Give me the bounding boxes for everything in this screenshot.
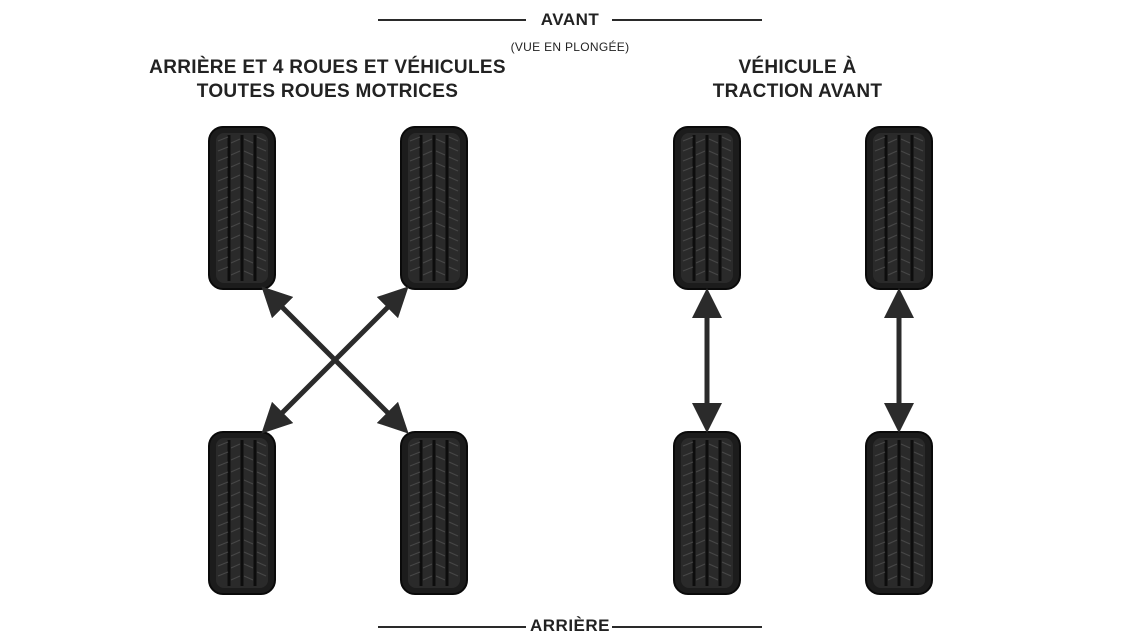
rear-line-right: [612, 626, 762, 628]
front-line-left: [378, 19, 526, 21]
left-title-line1: ARRIÈRE ET 4 ROUES ET VÉHICULES: [149, 57, 506, 78]
left-section-title: ARRIÈRE ET 4 ROUES ET VÉHICULES TOUTES R…: [140, 56, 515, 104]
rear-label: ARRIÈRE: [529, 616, 610, 635]
double-arrow-icon: [261, 286, 409, 434]
tire-icon: [864, 430, 934, 596]
right-section-title: VÉHICULE À TRACTION AVANT: [640, 56, 955, 104]
right-title-line1: VÉHICULE À: [738, 57, 857, 78]
tire-icon: [672, 430, 742, 596]
left-title-line2: TOUTES ROUES MOTRICES: [196, 81, 459, 102]
tire-icon: [399, 125, 469, 291]
rear-line-left: [378, 626, 526, 628]
right-title-line2: TRACTION AVANT: [712, 81, 883, 102]
front-line-right: [612, 19, 762, 21]
tire-icon: [207, 125, 277, 291]
tire-icon: [399, 430, 469, 596]
tire-icon: [864, 125, 934, 291]
front-label: AVANT: [540, 10, 600, 29]
view-note: (VUE EN PLONGÉE): [510, 40, 630, 54]
tire-icon: [672, 125, 742, 291]
tire-icon: [207, 430, 277, 596]
